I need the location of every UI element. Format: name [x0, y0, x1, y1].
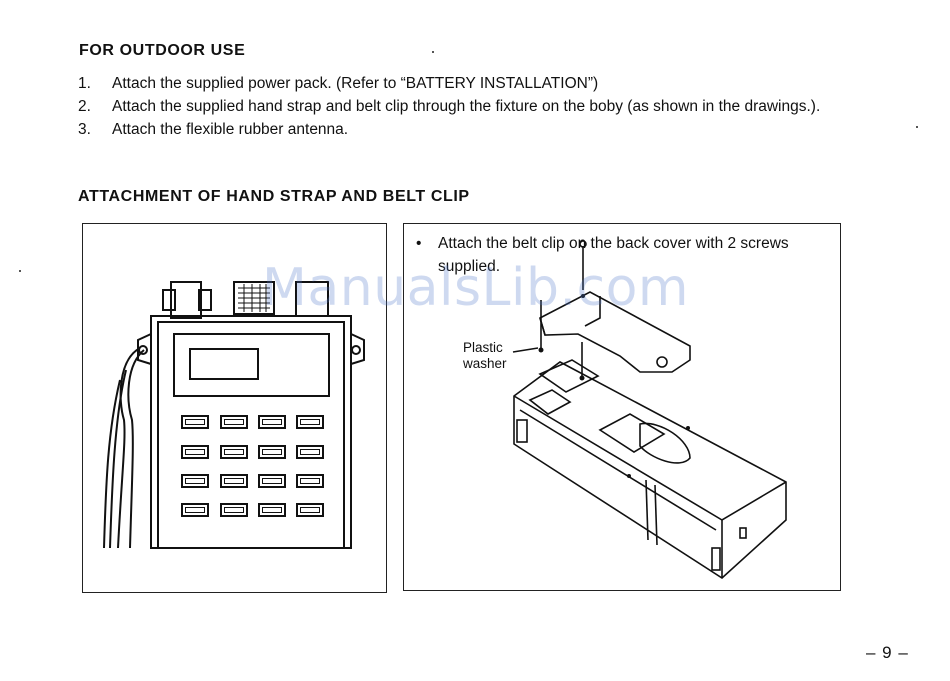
- step-text: Attach the supplied hand strap and belt …: [112, 98, 821, 115]
- belt-clip-instruction: • Attach the belt clip on the back cover…: [416, 232, 831, 278]
- section-heading-attachment: ATTACHMENT OF HAND STRAP AND BELT CLIP: [78, 188, 470, 205]
- keypad-key: [258, 503, 286, 517]
- scan-speck: [19, 270, 21, 272]
- callout-line-2: washer: [463, 356, 507, 371]
- keypad-key: [258, 474, 286, 488]
- keypad-key: [296, 445, 324, 459]
- keypad-key: [181, 503, 209, 517]
- keypad-key: [296, 503, 324, 517]
- keypad-key: [220, 445, 248, 459]
- list-item: 2. Attach the supplied hand strap and be…: [78, 95, 858, 118]
- page-number: – 9 –: [866, 643, 909, 662]
- list-item: 3. Attach the flexible rubber antenna.: [78, 118, 858, 141]
- step-text: Attach the supplied power pack. (Refer t…: [112, 75, 599, 92]
- keypad-key: [181, 445, 209, 459]
- illustration-panel-belt-clip: [403, 223, 841, 591]
- step-text: Attach the flexible rubber antenna.: [112, 121, 349, 138]
- bullet-dot: •: [416, 235, 422, 252]
- plastic-washer-callout: Plastic washer: [463, 340, 507, 372]
- keypad-key: [220, 503, 248, 517]
- list-item: 1. Attach the supplied power pack. (Refe…: [78, 72, 858, 95]
- keypad-key: [296, 415, 324, 429]
- illustration-panel-hand-strap: [82, 223, 387, 593]
- steps-list: 1. Attach the supplied power pack. (Refe…: [78, 72, 858, 141]
- step-number: 3.: [78, 121, 91, 138]
- section-heading-outdoor-use: FOR OUTDOOR USE: [79, 42, 246, 59]
- callout-line-1: Plastic: [463, 340, 503, 355]
- scan-speck: [916, 126, 918, 128]
- keypad-key: [258, 415, 286, 429]
- keypad-key: [220, 415, 248, 429]
- keypad-key: [220, 474, 248, 488]
- keypad-key: [181, 474, 209, 488]
- keypad-key: [258, 445, 286, 459]
- belt-clip-instruction-text: Attach the belt clip on the back cover w…: [438, 235, 789, 275]
- step-number: 1.: [78, 75, 91, 92]
- keypad-key: [296, 474, 324, 488]
- keypad-key: [181, 415, 209, 429]
- step-number: 2.: [78, 98, 91, 115]
- scan-speck: [432, 51, 434, 53]
